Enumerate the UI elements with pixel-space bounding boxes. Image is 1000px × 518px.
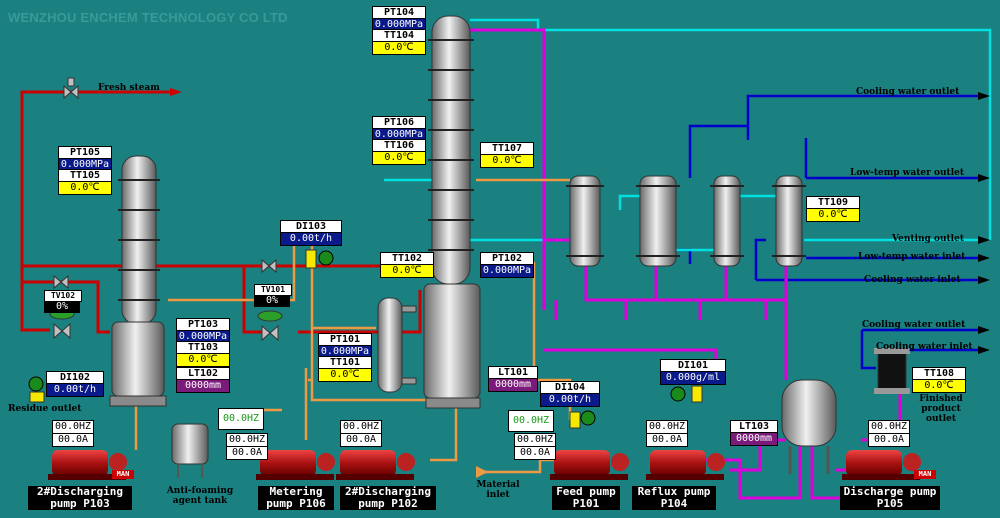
vapor-lines bbox=[384, 18, 992, 252]
p106-hz-2[interactable]: 00.0HZ bbox=[226, 433, 268, 447]
p106-name-line1: Metering bbox=[269, 485, 323, 498]
steam-lines bbox=[20, 90, 422, 334]
p104-name-line2: P104 bbox=[660, 497, 688, 510]
p101-name-line1: Feed pump bbox=[556, 485, 616, 498]
label-low-temp-water-inlet: Low-temp water inlet bbox=[858, 252, 966, 262]
p101-name: Feed pump P101 bbox=[552, 486, 620, 510]
p105-name-line2: P105 bbox=[876, 497, 904, 510]
di102-value[interactable]: 0.00t/h bbox=[46, 383, 104, 397]
p106-name: Metering pump P106 bbox=[258, 486, 334, 510]
tt103-value[interactable]: 0.0℃ bbox=[176, 353, 230, 367]
p103-name-line2: pump P103 bbox=[50, 497, 110, 510]
p101-name-line2: P101 bbox=[572, 497, 600, 510]
pump-graphics bbox=[48, 450, 921, 480]
p103-hz[interactable]: 00.0HZ bbox=[52, 420, 94, 434]
reboiler bbox=[377, 297, 417, 393]
p103-amp[interactable]: 00.0A bbox=[52, 433, 94, 447]
p101-hz-2[interactable]: 00.0HZ bbox=[514, 433, 556, 447]
tv102-value[interactable]: 0% bbox=[44, 301, 80, 313]
pt102-value[interactable]: 0.000MPa bbox=[480, 264, 534, 278]
label-finished-product-outlet: Finished product outlet bbox=[919, 394, 963, 424]
main-column bbox=[423, 15, 481, 409]
p104-amp[interactable]: 00.0A bbox=[646, 433, 688, 447]
tt109-tag: TT109 bbox=[806, 196, 860, 210]
p104-name: Reflux pump P104 bbox=[632, 486, 716, 510]
p105-name: Discharge pump P105 bbox=[840, 486, 940, 510]
product-tank bbox=[781, 379, 837, 474]
tt101-value[interactable]: 0.0℃ bbox=[318, 368, 372, 382]
p101-amp[interactable]: 00.0A bbox=[514, 446, 556, 460]
p102-name: 2#Discharging pump P102 bbox=[340, 486, 436, 510]
p106-hz[interactable]: 00.0HZ bbox=[218, 408, 264, 430]
p105-hz[interactable]: 00.0HZ bbox=[868, 420, 910, 434]
di104-value[interactable]: 0.00t/h bbox=[540, 393, 600, 407]
tv102-valve bbox=[49, 308, 75, 340]
tt106-value[interactable]: 0.0℃ bbox=[372, 151, 426, 165]
label-cooling-water-outlet-2: Cooling water outlet bbox=[862, 320, 966, 330]
tt102-value[interactable]: 0.0℃ bbox=[380, 264, 434, 278]
pt105-value[interactable]: 0.000MPa bbox=[58, 158, 112, 172]
p102-amp[interactable]: 00.0A bbox=[340, 433, 382, 447]
p103-mode-badge[interactable]: MAN bbox=[112, 470, 134, 479]
p103-name-line1: 2#Discharging bbox=[36, 485, 124, 498]
company-title: WENZHOU ENCHEM TECHNOLOGY CO LTD bbox=[8, 10, 288, 25]
valves bbox=[49, 77, 283, 342]
steam-valve bbox=[63, 77, 79, 100]
anti-foaming-tank bbox=[171, 423, 209, 478]
di103-value[interactable]: 0.00t/h bbox=[280, 232, 342, 246]
lt101-value[interactable]: 0000mm bbox=[488, 378, 538, 392]
condensers bbox=[566, 175, 806, 267]
left-column bbox=[109, 155, 167, 407]
p106-name-line2: pump P106 bbox=[266, 497, 326, 510]
di101-value[interactable]: 0.000g/ml bbox=[660, 371, 726, 385]
label-residue-outlet: Residue outlet bbox=[8, 404, 82, 414]
p105-mode-badge[interactable]: MAN bbox=[914, 470, 936, 479]
lt102-value[interactable]: 0000mm bbox=[176, 379, 230, 393]
p104-name-line1: Reflux pump bbox=[637, 485, 711, 498]
p105-name-line1: Discharge pump bbox=[843, 485, 937, 498]
p102-hz[interactable]: 00.0HZ bbox=[340, 420, 382, 434]
v-left-top bbox=[53, 274, 69, 290]
p106-amp[interactable]: 00.0A bbox=[226, 446, 268, 460]
tv101-value[interactable]: 0% bbox=[254, 295, 290, 307]
p105-amp[interactable]: 00.0A bbox=[868, 433, 910, 447]
tt105-value[interactable]: 0.0℃ bbox=[58, 181, 112, 195]
label-material-inlet: Material inlet bbox=[476, 480, 520, 500]
lt103-value[interactable]: 0000mm bbox=[730, 432, 778, 446]
p101-hz[interactable]: 00.0HZ bbox=[508, 410, 554, 432]
tt109-value[interactable]: 0.0℃ bbox=[806, 208, 860, 222]
label-cooling-water-inlet-2: Cooling water inlet bbox=[876, 342, 973, 352]
tt107-value[interactable]: 0.0℃ bbox=[480, 154, 534, 168]
label-cooling-water-inlet-1: Cooling water inlet bbox=[864, 275, 961, 285]
material-inlet-arrow bbox=[476, 466, 488, 478]
tt108-value[interactable]: 0.0℃ bbox=[912, 379, 966, 393]
tt104-value[interactable]: 0.0℃ bbox=[372, 41, 426, 55]
label-venting-outlet: Venting outlet bbox=[892, 234, 964, 244]
line-arrows bbox=[978, 92, 990, 354]
pt104-value[interactable]: 0.000MPa bbox=[372, 18, 426, 32]
v-mid-top bbox=[261, 258, 277, 274]
label-anti-foaming-tank: Anti-foaming agent tank bbox=[166, 486, 234, 506]
flow-meters bbox=[28, 249, 703, 429]
fresh-steam-arrow bbox=[170, 88, 182, 96]
tv101-valve bbox=[257, 310, 283, 342]
label-fresh-steam: Fresh steam bbox=[98, 83, 160, 93]
label-cooling-water-outlet-1: Cooling water outlet bbox=[856, 87, 960, 97]
p103-name: 2#Discharging pump P103 bbox=[28, 486, 132, 510]
p104-hz[interactable]: 00.0HZ bbox=[646, 420, 688, 434]
label-low-temp-water-outlet: Low-temp water outlet bbox=[850, 168, 964, 178]
product-cooler bbox=[874, 348, 910, 394]
p102-name-line1: 2#Discharging bbox=[344, 485, 432, 498]
p102-name-line2: pump P102 bbox=[358, 497, 418, 510]
